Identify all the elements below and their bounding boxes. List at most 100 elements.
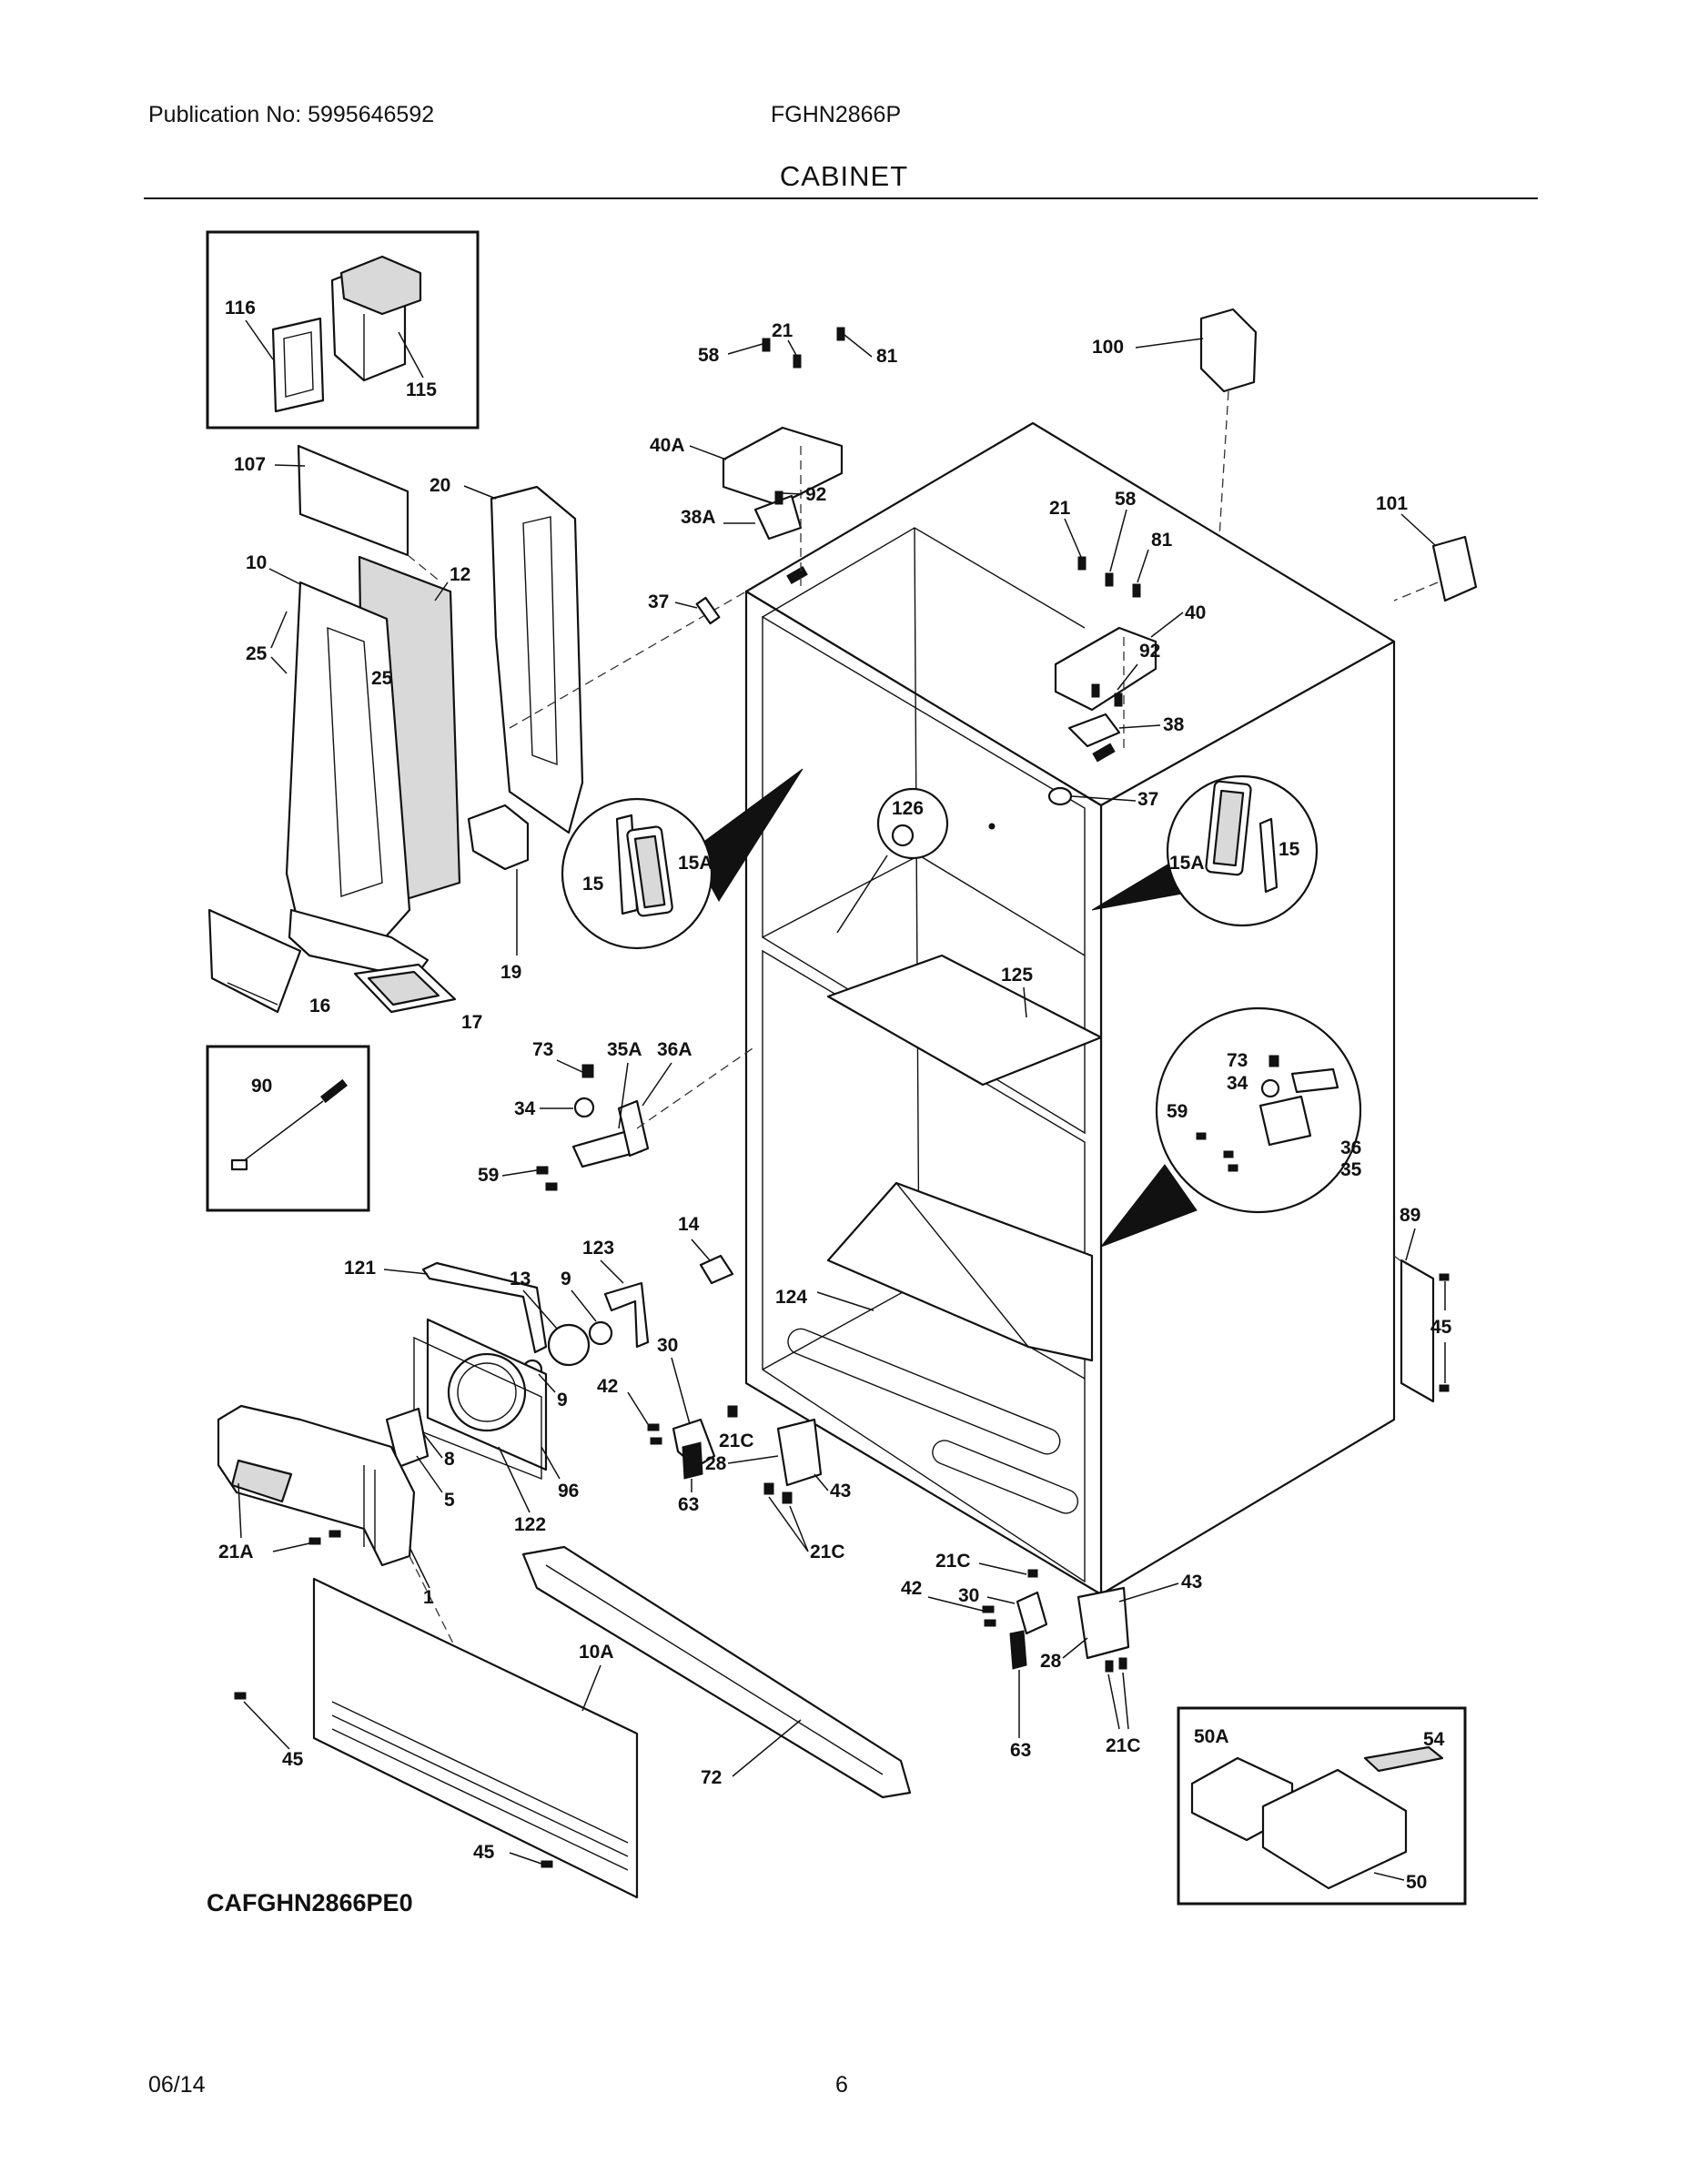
diagram-code: CAFGHN2866PE0	[207, 1889, 413, 1916]
callout-116: 116	[225, 298, 256, 318]
callout-21-top: 21	[772, 320, 793, 341]
callout-115: 115	[406, 379, 437, 400]
callout-124: 124	[775, 1287, 807, 1308]
callout-81-right: 81	[1151, 530, 1173, 551]
top-screws	[695, 327, 1141, 806]
detail-circle-middle-hinge	[1099, 1006, 1362, 1249]
callout-17: 17	[461, 1012, 482, 1033]
hinge-40A	[722, 426, 844, 507]
callout-5: 5	[444, 1490, 455, 1511]
publication-number: Publication No: 5995646592	[148, 102, 435, 127]
callout-92-right: 92	[1139, 641, 1160, 662]
leveler-left	[647, 1405, 823, 1504]
callout-1: 1	[423, 1587, 434, 1608]
callout-8: 8	[444, 1449, 455, 1470]
callout-58-right: 58	[1115, 489, 1137, 510]
callout-45-bottom-left: 45	[282, 1749, 304, 1770]
callout-59-left: 59	[478, 1165, 499, 1186]
callout-36: 36	[1340, 1138, 1361, 1158]
detail-circle-left	[561, 768, 804, 950]
callout-58-top: 58	[698, 345, 720, 366]
callout-15-left: 15	[582, 874, 604, 895]
callout-107: 107	[234, 454, 266, 475]
callout-28-left: 28	[705, 1453, 727, 1474]
callout-96: 96	[558, 1481, 579, 1502]
inset-control-box	[1177, 1706, 1467, 1906]
callout-73-right: 73	[1227, 1050, 1248, 1071]
callout-38A: 38A	[681, 507, 716, 528]
callout-54: 54	[1423, 1729, 1445, 1750]
callout-63-left: 63	[678, 1494, 699, 1515]
callout-92-top: 92	[805, 484, 826, 505]
callout-126: 126	[892, 798, 924, 819]
callout-90: 90	[251, 1076, 272, 1097]
callout-21C-c: 21C	[935, 1551, 971, 1572]
callout-125: 125	[1001, 965, 1033, 986]
callout-34-right: 34	[1227, 1073, 1248, 1094]
callout-21A: 21A	[218, 1542, 254, 1562]
bracket-100	[1199, 308, 1258, 393]
callout-15-right: 15	[1279, 839, 1300, 860]
callout-14: 14	[678, 1214, 700, 1235]
callout-9-bottom: 9	[557, 1390, 568, 1410]
callout-10: 10	[246, 552, 267, 573]
callout-28-right: 28	[1040, 1651, 1062, 1672]
callout-30-left: 30	[657, 1335, 678, 1356]
callout-35A: 35A	[607, 1039, 642, 1060]
side-panel-89	[1400, 1259, 1435, 1403]
lower-access-panel	[234, 1545, 912, 1899]
callout-21-right: 21	[1049, 498, 1071, 519]
callout-25-center: 25	[371, 668, 393, 689]
callout-15A-right: 15A	[1169, 853, 1205, 874]
callout-34-left: 34	[514, 1098, 536, 1119]
callout-72: 72	[701, 1767, 722, 1788]
section-title: CABINET	[779, 160, 909, 192]
hinge-40	[1054, 626, 1157, 712]
footer-page-number: 6	[835, 2072, 848, 2098]
callout-50: 50	[1406, 1872, 1427, 1893]
header-rule	[144, 197, 1538, 199]
callout-100: 100	[1092, 337, 1124, 358]
callout-36A: 36A	[657, 1039, 692, 1060]
cabinet-body	[744, 421, 1396, 1596]
callout-37-left: 37	[648, 592, 669, 612]
callout-63-right: 63	[1010, 1740, 1031, 1761]
callout-45-side: 45	[1430, 1317, 1452, 1338]
callout-21C-b: 21C	[810, 1542, 845, 1562]
callout-12: 12	[450, 564, 470, 585]
callout-123: 123	[582, 1238, 614, 1259]
callout-15A-left: 15A	[678, 853, 713, 874]
callout-30-right: 30	[958, 1585, 979, 1606]
leveler-right	[982, 1569, 1130, 1673]
callout-122: 122	[514, 1514, 546, 1535]
callout-121: 121	[344, 1258, 376, 1279]
detail-bubble-126	[836, 787, 996, 934]
callout-101: 101	[1376, 493, 1408, 514]
middle-hinge-left	[536, 1046, 756, 1191]
callout-20: 20	[430, 475, 450, 496]
fan-assembly	[385, 1261, 650, 1481]
callout-42-right: 42	[901, 1578, 922, 1599]
callout-59-right: 59	[1167, 1101, 1188, 1122]
callout-40: 40	[1185, 602, 1206, 623]
callout-73-left: 73	[532, 1039, 553, 1060]
footer-date: 06/14	[148, 2072, 206, 2098]
bracket-101	[1431, 535, 1478, 602]
callout-38: 38	[1163, 714, 1185, 735]
callout-21C-a: 21C	[719, 1431, 754, 1451]
callout-9-top: 9	[561, 1269, 571, 1289]
callout-10A: 10A	[579, 1642, 614, 1663]
callout-16: 16	[309, 996, 330, 1016]
model-number: FGHN2866P	[771, 102, 902, 127]
callout-45-bottom: 45	[473, 1842, 495, 1863]
inset-sensor-box	[206, 1045, 370, 1212]
callout-50A: 50A	[1194, 1726, 1229, 1747]
part-14	[699, 1254, 734, 1285]
callout-43-left: 43	[830, 1481, 851, 1502]
callout-21C-d: 21C	[1106, 1735, 1141, 1756]
callout-42-left: 42	[597, 1376, 618, 1397]
callout-37-right: 37	[1137, 789, 1158, 810]
callout-25-left: 25	[246, 643, 268, 664]
callout-40A: 40A	[650, 435, 685, 456]
